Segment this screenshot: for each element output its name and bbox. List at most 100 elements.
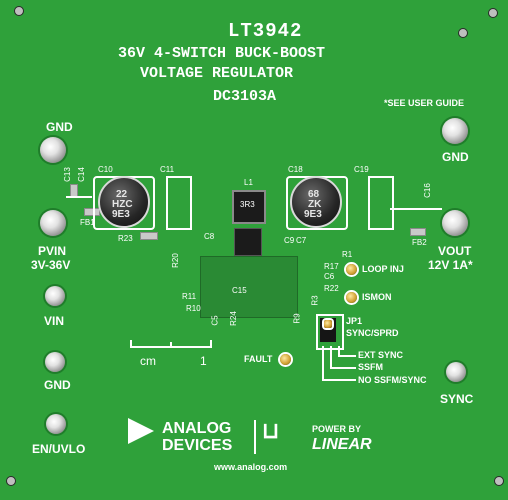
jp1-leader-3h [322,379,356,381]
ruler-tick-5 [170,342,172,348]
jp1-leader-2h [330,367,356,369]
jp1-function-label: SYNC/SPRD [346,328,399,338]
board-title-line1: 36V 4-SWITCH BUCK-BOOST [118,45,326,62]
vout-spec-label: 12V 1A* [428,258,473,272]
c18-marking-1: 68 [308,189,320,200]
jp1-leader-2 [330,346,332,368]
c7-label: C7 [296,236,307,245]
jp1-leader-3 [322,346,324,380]
ruler-mark-label: 1 [200,354,207,368]
fault-testpoint[interactable] [280,354,291,365]
fb1-label: FB1 [80,218,95,227]
en-uvlo-label: EN/UVLO [32,442,86,456]
l1-marking: 3R3 [240,200,255,209]
r10-label: R10 [186,304,201,313]
jp1-leader-1 [338,346,340,356]
en-uvlo-terminal[interactable] [46,414,66,434]
c11-footprint [166,176,192,230]
vin-terminal[interactable] [45,286,65,306]
r11-label: R11 [182,292,197,301]
pvin-range-label: 3V-36V [31,258,71,272]
trace-top-input [66,196,92,198]
mounting-hole-top-right [488,8,498,18]
see-user-guide-note: *SEE USER GUIDE [384,98,465,108]
mounting-hole-mid-right [458,28,468,38]
ruler-tick-10 [210,340,212,348]
trace-top-output [390,208,442,210]
mounting-hole-top-left [14,6,24,16]
c11-label: C11 [160,165,175,174]
jp1-shunt[interactable] [324,320,332,328]
adi-name-line1: ANALOG [162,420,232,437]
jp1-label: JP1 [346,316,363,326]
r22-label: R22 [324,284,339,293]
ismon-label: ISMON [362,292,392,302]
c18-marking-2: ZK [308,199,322,210]
ismon-testpoint[interactable] [346,292,357,303]
c18-capacitor: 68 ZK 9E3 [290,176,342,228]
u1-support-parts [200,256,298,318]
c10-marking-3: 9E3 [112,209,130,220]
jp1-option-no-ssfm-sync: NO SSFM/SYNC [358,375,427,385]
branding-divider [254,420,256,454]
c19-label: C19 [354,165,369,174]
gnd-top-left-label: GND [46,120,73,134]
r1-label: R1 [342,250,353,259]
r23-label: R23 [118,234,133,243]
c15-label: C15 [232,286,247,295]
pvin-label: PVIN [38,244,67,258]
c10-marking-1: 22 [116,189,128,200]
gnd-bottom-label: GND [44,378,71,392]
jp1-leader-1h [338,355,356,357]
c8-label: C8 [204,232,215,241]
r23-resistor [140,232,158,240]
mounting-hole-bottom-left [6,476,16,486]
r9-label: R9 [292,313,302,324]
vin-label: VIN [44,314,65,328]
c6-label: C6 [324,272,335,281]
r17-label: R17 [324,262,339,271]
jp1-option-ext-sync: EXT SYNC [358,350,404,360]
c10-capacitor: 22 HZC 9E3 [98,176,150,228]
board-title-line2: VOLTAGE REGULATOR [140,65,294,82]
r3-label: R3 [310,295,320,306]
adi-logo-icon [128,418,154,444]
l1-label: L1 [244,178,253,187]
c18-label: C18 [288,165,303,174]
vout-terminal[interactable] [442,210,468,236]
jp1-option-ssfm: SSFM [358,362,384,372]
c14-label: C14 [76,167,86,182]
loop-inj-label: LOOP INJ [362,264,404,274]
r20-label: R20 [170,253,180,268]
ruler-unit-label: cm [140,354,156,368]
c5-label: C5 [210,315,220,326]
fault-label: FAULT [244,354,273,364]
linear-brand-label: LINEAR [312,436,372,453]
powered-by-label: POWER BY [312,424,362,434]
c10-label: C10 [98,165,113,174]
sync-terminal[interactable] [446,362,466,382]
sync-label: SYNC [440,392,474,406]
r24-label: R24 [228,311,238,326]
gnd-top-right-terminal[interactable] [442,118,468,144]
gnd-top-left-terminal[interactable] [40,137,66,163]
adi-name-line2: DEVICES [162,437,233,454]
ruler-tick-0 [130,340,132,348]
fb2-label: FB2 [412,238,427,247]
u1-controller [234,228,262,256]
vout-label: VOUT [438,244,472,258]
gnd-bottom-terminal[interactable] [45,352,65,372]
pvin-terminal[interactable] [40,210,66,236]
l1-inductor [232,190,266,224]
c13-label: C13 [62,167,72,182]
linear-logo-icon: ⊔ [262,418,280,443]
c18-marking-3: 9E3 [304,209,322,220]
gnd-top-right-label: GND [442,150,469,164]
c16-label: C16 [422,183,432,198]
mounting-hole-bottom-right [494,476,504,486]
website-label: www.analog.com [214,462,288,472]
loop-inj-testpoint[interactable] [346,264,357,275]
fb2-ferrite [410,228,426,236]
c9-label: C9 [284,236,295,245]
